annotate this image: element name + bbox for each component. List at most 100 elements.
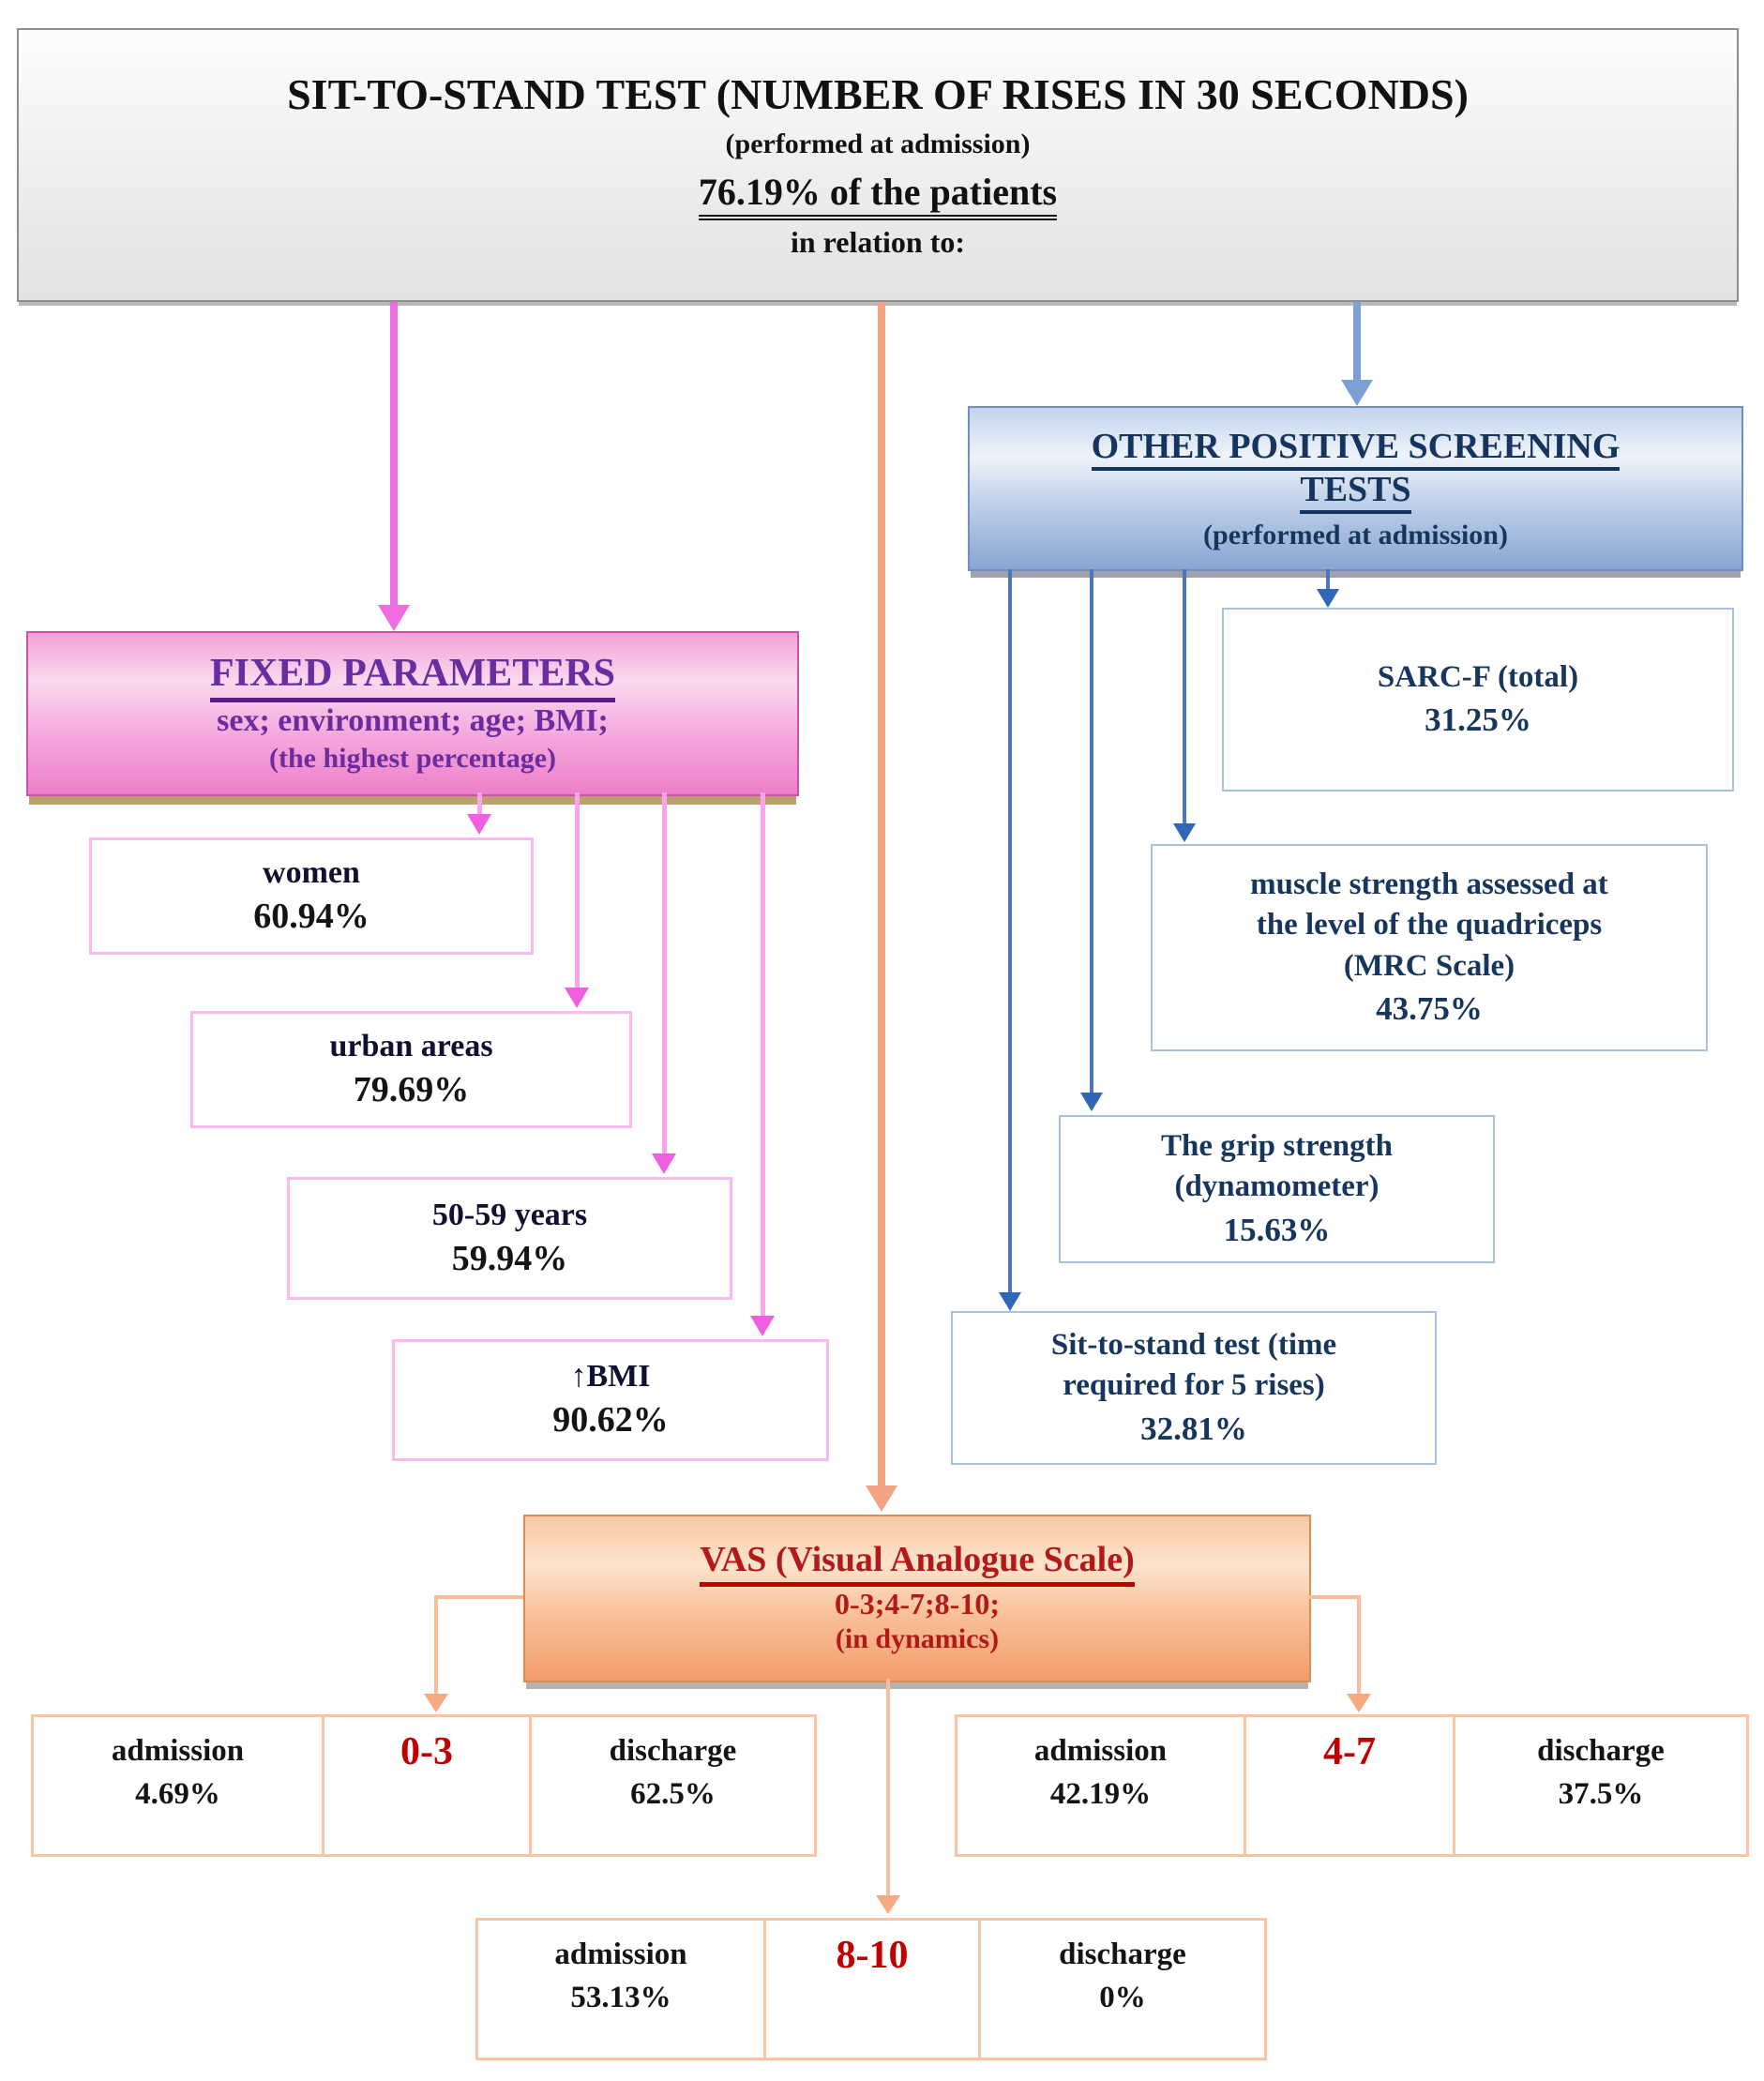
connector-vas-right-head bbox=[1347, 1694, 1371, 1712]
discharge-value: 37.5% bbox=[1558, 1777, 1644, 1812]
connector-to-sit5-head bbox=[999, 1292, 1021, 1311]
range-label: 0-3 bbox=[400, 1730, 453, 1773]
admission-label: admission bbox=[1033, 1734, 1168, 1768]
bmi-box: ↑BMI 90.62% bbox=[392, 1339, 829, 1461]
connector-to-sarcf-head bbox=[1317, 589, 1339, 608]
discharge-value: 0% bbox=[1099, 1981, 1146, 2015]
women-box: women 60.94% bbox=[89, 837, 534, 955]
header-subtitle: (performed at admission) bbox=[725, 128, 1031, 160]
sit5-label-line1: Sit-to-stand test (time bbox=[1050, 1327, 1337, 1362]
connector-to-age bbox=[662, 792, 667, 1154]
sit-to-stand-5-rises-box: Sit-to-stand test (time required for 5 r… bbox=[951, 1311, 1437, 1465]
sit-to-stand-header-box: SIT-TO-STAND TEST (NUMBER OF RISES IN 30… bbox=[17, 28, 1739, 302]
vas-box: VAS (Visual Analogue Scale) 0-3;4-7;8-10… bbox=[523, 1515, 1311, 1682]
discharge-label: discharge bbox=[609, 1734, 737, 1768]
connector-to-bmi bbox=[761, 792, 765, 1316]
screening-tests-title-line2: TESTS bbox=[1300, 470, 1411, 514]
discharge-value: 62.5% bbox=[630, 1777, 716, 1812]
admission-label: admission bbox=[111, 1734, 245, 1768]
vas-ranges-label: 0-3;4-7;8-10; bbox=[835, 1586, 1000, 1621]
connector-vas-left-vertical bbox=[434, 1595, 438, 1694]
connector-vas-right-horizontal bbox=[1307, 1595, 1361, 1599]
age-label: 50-59 years bbox=[431, 1197, 588, 1232]
discharge-label: discharge bbox=[1537, 1734, 1665, 1768]
vas-4-7-admission-cell: admission 42.19% bbox=[955, 1714, 1246, 1857]
vas-0-3-discharge-cell: discharge 62.5% bbox=[529, 1714, 817, 1857]
sit5-value: 32.81% bbox=[1140, 1410, 1247, 1447]
arrow-to-fixed-parameters-head bbox=[378, 605, 410, 631]
vas-group-8-10: admission 53.13% 8-10 discharge 0% bbox=[475, 1918, 1267, 2060]
screening-tests-box: OTHER POSITIVE SCREENING TESTS (performe… bbox=[968, 406, 1743, 571]
connector-vas-left-head bbox=[424, 1694, 448, 1712]
arrow-to-screening-tests-head bbox=[1341, 380, 1373, 406]
bmi-label: ↑BMI bbox=[570, 1359, 651, 1395]
sarcf-value: 31.25% bbox=[1425, 701, 1531, 739]
admission-value: 53.13% bbox=[570, 1981, 671, 2015]
arrow-to-vas bbox=[878, 302, 885, 1485]
sarcf-box: SARC-F (total) 31.25% bbox=[1222, 608, 1734, 792]
header-relation-label: in relation to: bbox=[790, 225, 966, 260]
urban-areas-box: urban areas 79.69% bbox=[190, 1011, 632, 1128]
fixed-parameters-title: FIXED PARAMETERS bbox=[209, 651, 616, 702]
grip-strength-value: 15.63% bbox=[1223, 1211, 1331, 1248]
connector-to-urban bbox=[575, 792, 580, 988]
fixed-parameters-box: FIXED PARAMETERS sex; environment; age; … bbox=[26, 631, 799, 796]
admission-value: 42.19% bbox=[1049, 1777, 1152, 1812]
connector-to-women-head bbox=[467, 814, 491, 835]
women-value: 60.94% bbox=[253, 896, 369, 936]
arrow-to-vas-head bbox=[866, 1485, 897, 1512]
range-label: 4-7 bbox=[1323, 1730, 1376, 1773]
vas-title: VAS (Visual Analogue Scale) bbox=[700, 1540, 1135, 1588]
muscle-strength-label-line3: (MRC Scale) bbox=[1343, 948, 1515, 983]
vas-8-10-range-cell: 8-10 bbox=[763, 1918, 981, 2060]
fixed-parameters-list: sex; environment; age; BMI; bbox=[217, 703, 609, 739]
connector-to-muscle bbox=[1183, 569, 1186, 823]
muscle-strength-label-line1: muscle strength assessed at bbox=[1250, 867, 1608, 901]
sit5-label-line2: required for 5 rises) bbox=[1063, 1368, 1325, 1403]
grip-strength-box: The grip strength (dynamometer) 15.63% bbox=[1059, 1115, 1495, 1263]
admission-label: admission bbox=[554, 1938, 687, 1971]
connector-to-grip-head bbox=[1080, 1093, 1103, 1111]
screening-tests-title-line1: OTHER POSITIVE SCREENING bbox=[1091, 427, 1621, 472]
connector-to-sit5 bbox=[1008, 569, 1012, 1292]
sarcf-label: SARC-F (total) bbox=[1377, 659, 1579, 694]
vas-0-3-admission-cell: admission 4.69% bbox=[31, 1714, 324, 1857]
connector-vas-center-head bbox=[876, 1895, 900, 1914]
age-box: 50-59 years 59.94% bbox=[287, 1177, 732, 1300]
vas-4-7-range-cell: 4-7 bbox=[1244, 1714, 1455, 1857]
muscle-strength-value: 43.75% bbox=[1376, 990, 1483, 1028]
grip-strength-label-line1: The grip strength bbox=[1161, 1128, 1393, 1163]
muscle-strength-label-line2: the level of the quadriceps bbox=[1256, 908, 1603, 942]
connector-to-muscle-head bbox=[1173, 823, 1196, 842]
connector-vas-left-horizontal bbox=[434, 1595, 523, 1599]
vas-0-3-range-cell: 0-3 bbox=[322, 1714, 532, 1857]
grip-strength-label-line2: (dynamometer) bbox=[1174, 1169, 1380, 1204]
women-label: women bbox=[263, 854, 360, 890]
connector-to-bmi-head bbox=[750, 1316, 775, 1336]
discharge-label: discharge bbox=[1059, 1938, 1186, 1971]
age-value: 59.94% bbox=[451, 1238, 568, 1278]
screening-tests-subtitle: (performed at admission) bbox=[1203, 519, 1508, 550]
bmi-value: 90.62% bbox=[552, 1400, 669, 1440]
vas-group-0-3: admission 4.69% 0-3 discharge 62.5% bbox=[31, 1714, 817, 1857]
urban-areas-value: 79.69% bbox=[353, 1069, 470, 1109]
vas-group-4-7: admission 42.19% 4-7 discharge 37.5% bbox=[955, 1714, 1749, 1857]
admission-value: 4.69% bbox=[135, 1777, 220, 1812]
vas-8-10-admission-cell: admission 53.13% bbox=[475, 1918, 766, 2060]
connector-vas-center-vertical bbox=[886, 1679, 890, 1895]
arrow-to-screening-tests bbox=[1353, 302, 1361, 380]
muscle-strength-box: muscle strength assessed at the level of… bbox=[1151, 844, 1708, 1051]
fixed-parameters-note: (the highest percentage) bbox=[268, 743, 557, 775]
arrow-to-fixed-parameters bbox=[390, 302, 398, 605]
header-percentage: 76.19% of the patients bbox=[698, 171, 1058, 221]
connector-vas-right-vertical bbox=[1357, 1595, 1361, 1694]
urban-areas-label: urban areas bbox=[329, 1028, 493, 1063]
connector-to-urban-head bbox=[565, 988, 589, 1008]
connector-to-women bbox=[477, 792, 482, 814]
vas-8-10-discharge-cell: discharge 0% bbox=[978, 1918, 1267, 2060]
connector-to-grip bbox=[1090, 569, 1093, 1093]
vas-dynamics-label: (in dynamics) bbox=[835, 1622, 1000, 1654]
range-label: 8-10 bbox=[836, 1934, 909, 1977]
connector-to-age-head bbox=[652, 1154, 676, 1174]
